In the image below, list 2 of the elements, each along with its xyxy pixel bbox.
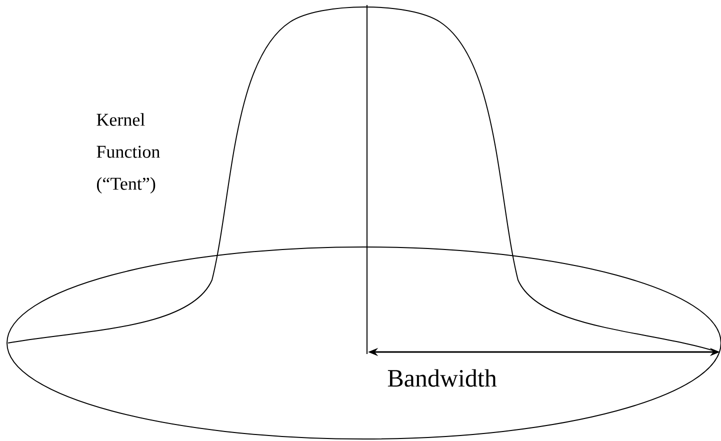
text-label: Kernel Function (“Tent”)	[96, 113, 160, 194]
dimension-label: Bandwidth	[388, 369, 497, 387]
